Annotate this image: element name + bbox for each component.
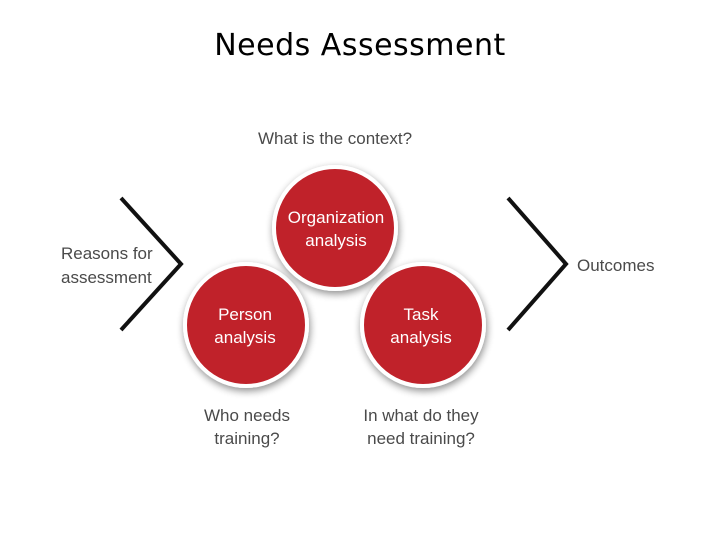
task-question-line1: In what do they	[363, 406, 479, 425]
context-question: What is the context?	[258, 129, 412, 148]
task-question-line2: need training?	[367, 429, 475, 448]
reasons-label-line1: Reasons for	[61, 244, 153, 263]
task-label-line2: analysis	[390, 328, 451, 347]
reasons-label-line2: assessment	[61, 268, 152, 287]
task-analysis-circle	[360, 262, 486, 388]
person-question-line2: training?	[214, 429, 279, 448]
person-label-line1: Person	[218, 305, 272, 324]
outcomes-label: Outcomes	[577, 256, 654, 275]
left-chevron-bracket	[119, 196, 184, 332]
task-label-line1: Task	[404, 305, 439, 324]
organization-label-line1: Organization	[288, 208, 384, 227]
slide-title: Needs Assessment	[214, 28, 506, 63]
person-label-line2: analysis	[214, 328, 275, 347]
organization-analysis-circle	[272, 165, 398, 291]
person-analysis-circle	[183, 262, 309, 388]
person-question-line1: Who needs	[204, 406, 290, 425]
right-chevron-bracket	[506, 196, 569, 332]
organization-label-line2: analysis	[305, 231, 366, 250]
